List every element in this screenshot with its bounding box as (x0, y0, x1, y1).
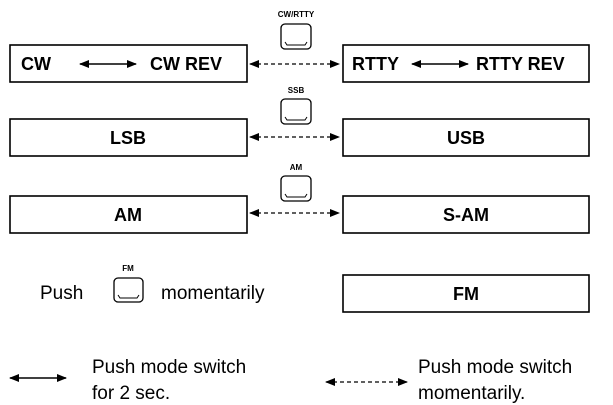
rtty-label: RTTY (352, 54, 399, 74)
fm-box (342, 274, 590, 313)
cw-rev-label: CW REV (150, 54, 222, 74)
fm-key-label: FM (122, 264, 134, 273)
am-key-icon (280, 175, 312, 202)
am-key-label: AM (290, 163, 303, 172)
cw-rtty-key-icon (280, 23, 312, 50)
legend: Push mode switch for 2 sec. Push mode sw… (9, 357, 572, 404)
legend-dashed-text-line1: Push mode switch (418, 357, 572, 378)
sam-box (342, 195, 590, 234)
lsb-box (9, 118, 248, 157)
lsb-label: LSB (110, 128, 146, 148)
cw-rtty-key: CW/RTTY (278, 10, 315, 50)
row-fm: Push FM momentarily FM (40, 264, 590, 313)
usb-box (342, 118, 590, 157)
ssb-key-icon (280, 98, 312, 125)
cw-box (9, 44, 248, 83)
am-key: AM (280, 163, 312, 202)
am-label: AM (114, 205, 142, 225)
row-lsb-usb: LSB SSB USB (9, 86, 590, 157)
am-box (9, 195, 248, 234)
legend-solid-text-line1: Push mode switch (92, 357, 246, 378)
fm-momentarily-text: momentarily (161, 283, 265, 304)
cw-label: CW (21, 54, 51, 74)
row-am-sam: AM AM S-AM (9, 163, 590, 234)
legend-dashed-text-line2: momentarily. (418, 383, 525, 404)
fm-key-icon (113, 277, 144, 303)
rtty-rev-label: RTTY REV (476, 54, 565, 74)
ssb-key: SSB (280, 86, 312, 125)
fm-label: FM (453, 284, 479, 304)
ssb-key-label: SSB (288, 86, 305, 95)
fm-key: FM (113, 264, 144, 303)
legend-solid-text-line2: for 2 sec. (92, 383, 170, 404)
row-cw-rtty: CW CW REV CW/RTTY RTTY RTTY REV (9, 10, 590, 83)
fm-push-text: Push (40, 283, 83, 304)
cw-rtty-key-label: CW/RTTY (278, 10, 315, 19)
usb-label: USB (447, 128, 485, 148)
sam-label: S-AM (443, 205, 489, 225)
rtty-box (342, 44, 590, 83)
